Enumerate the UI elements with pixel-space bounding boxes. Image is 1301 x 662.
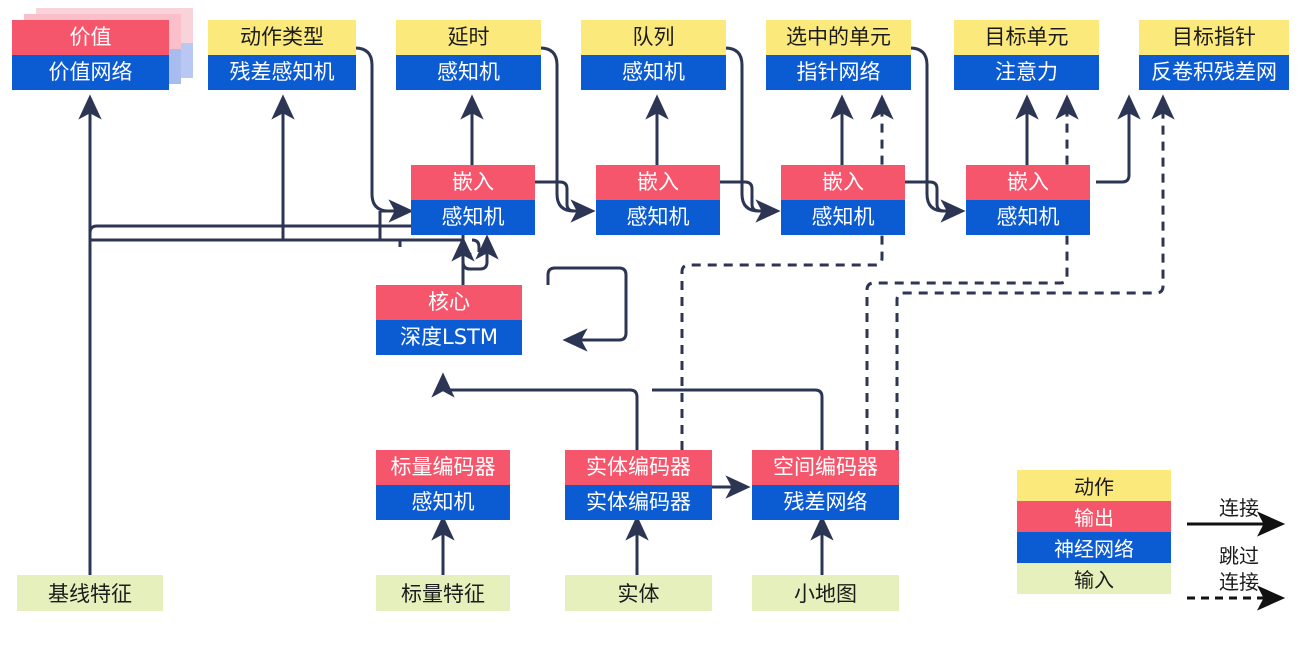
legend-swatch-input: 输入 xyxy=(1017,563,1171,594)
embedding-4-network: 感知机 xyxy=(966,200,1090,235)
embedding-3[interactable]: 嵌入 感知机 xyxy=(781,165,905,235)
head-selected-units-network: 指针网络 xyxy=(766,55,911,90)
encoder-scalar[interactable]: 标量编码器 感知机 xyxy=(376,450,510,520)
head-target-pointer[interactable]: 目标指针 反卷积残差网 xyxy=(1139,20,1289,90)
embedding-1[interactable]: 嵌入 感知机 xyxy=(411,165,535,235)
head-target-pointer-network: 反卷积残差网 xyxy=(1139,55,1289,90)
encoder-spatial-output: 空间编码器 xyxy=(752,450,899,485)
head-target-unit-action: 目标单元 xyxy=(954,20,1099,55)
legend-arrow-glyphs xyxy=(1187,511,1286,611)
input-entities[interactable]: 实体 xyxy=(565,575,712,611)
encoder-scalar-network: 感知机 xyxy=(376,485,510,520)
encoder-spatial[interactable]: 空间编码器 残差网络 xyxy=(752,450,899,520)
head-action-type-network: 残差感知机 xyxy=(208,55,356,90)
legend-skip-label-line2: 连接 xyxy=(1219,570,1259,594)
core-module[interactable]: 核心 深度LSTM xyxy=(376,285,522,355)
embedding-2-output: 嵌入 xyxy=(596,165,720,200)
legend-swatch-network: 神经网络 xyxy=(1017,532,1171,563)
legend-swatches: 动作 输出 神经网络 输入 xyxy=(1017,470,1171,594)
head-queue-action: 队列 xyxy=(581,20,726,55)
encoder-entity-network: 实体编码器 xyxy=(565,485,712,520)
core-network-label: 深度LSTM xyxy=(376,320,522,355)
input-baseline-features[interactable]: 基线特征 xyxy=(17,575,163,611)
encoder-entity-output: 实体编码器 xyxy=(565,450,712,485)
head-delay-action: 延时 xyxy=(396,20,541,55)
head-delay-network: 感知机 xyxy=(396,55,541,90)
head-target-pointer-action: 目标指针 xyxy=(1139,20,1289,55)
input-scalar-features[interactable]: 标量特征 xyxy=(376,575,510,611)
embedding-2-network: 感知机 xyxy=(596,200,720,235)
encoder-entity[interactable]: 实体编码器 实体编码器 xyxy=(565,450,712,520)
legend-arrow-keys: 连接 跳过 连接 xyxy=(1185,462,1301,612)
embedding-2[interactable]: 嵌入 感知机 xyxy=(596,165,720,235)
legend-swatch-output: 输出 xyxy=(1017,501,1171,532)
embedding-3-output: 嵌入 xyxy=(781,165,905,200)
embedding-4-output: 嵌入 xyxy=(966,165,1090,200)
head-value-action: 价值 xyxy=(12,20,169,55)
embedding-1-output: 嵌入 xyxy=(411,165,535,200)
head-action-type[interactable]: 动作类型 残差感知机 xyxy=(208,20,356,90)
head-target-unit-network: 注意力 xyxy=(954,55,1099,90)
legend-swatch-action: 动作 xyxy=(1017,470,1171,501)
head-target-unit[interactable]: 目标单元 注意力 xyxy=(954,20,1099,90)
head-action-type-action: 动作类型 xyxy=(208,20,356,55)
head-value[interactable]: 价值 价值网络 xyxy=(12,20,169,90)
head-queue[interactable]: 队列 感知机 xyxy=(581,20,726,90)
head-queue-network: 感知机 xyxy=(581,55,726,90)
head-selected-units-action: 选中的单元 xyxy=(766,20,911,55)
legend-skip-label-line1: 跳过 xyxy=(1219,544,1259,568)
head-delay[interactable]: 延时 感知机 xyxy=(396,20,541,90)
embedding-3-network: 感知机 xyxy=(781,200,905,235)
encoder-spatial-network: 残差网络 xyxy=(752,485,899,520)
input-minimap[interactable]: 小地图 xyxy=(752,575,899,611)
embedding-4[interactable]: 嵌入 感知机 xyxy=(966,165,1090,235)
embedding-1-network: 感知机 xyxy=(411,200,535,235)
encoder-scalar-output: 标量编码器 xyxy=(376,450,510,485)
head-selected-units[interactable]: 选中的单元 指针网络 xyxy=(766,20,911,90)
head-value-network: 价值网络 xyxy=(12,55,169,90)
legend-connection-label: 连接 xyxy=(1219,496,1259,520)
core-output-label: 核心 xyxy=(376,285,522,320)
